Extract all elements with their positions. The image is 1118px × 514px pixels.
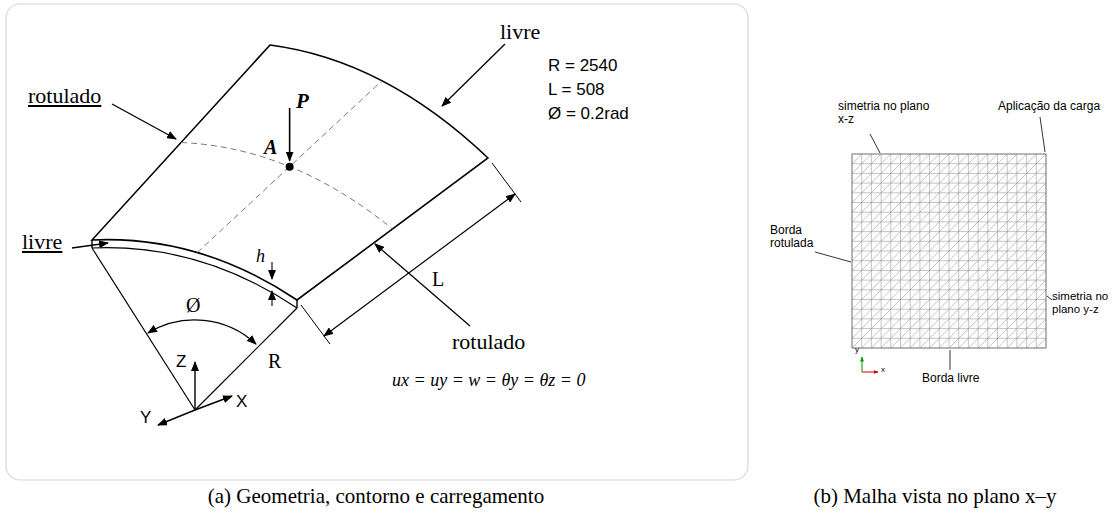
edge-label: livre xyxy=(22,230,62,255)
dimension-value: R = 2540 xyxy=(548,56,617,75)
axis-label: y xyxy=(855,346,859,355)
leader-arrow xyxy=(112,104,176,139)
dimension-value: L = 508 xyxy=(548,80,605,99)
axis-triad xyxy=(862,357,863,372)
subcaption: (a) Geometria, contorno e carregamento xyxy=(208,485,544,509)
mesh-note: Borda livre xyxy=(922,372,979,385)
axis-arrow xyxy=(195,396,232,410)
thickness-label: h xyxy=(256,246,265,266)
point-a xyxy=(286,163,294,171)
dashed-line xyxy=(181,143,393,230)
leader-line xyxy=(1047,296,1052,300)
panel-frame xyxy=(6,4,748,480)
axis-label: x xyxy=(881,366,885,375)
mesh-border xyxy=(852,154,1046,348)
radius-line xyxy=(92,248,195,410)
axis-label: Z xyxy=(176,352,186,371)
leader-line xyxy=(1040,117,1045,152)
extension-line xyxy=(301,305,330,344)
thickness-arrow xyxy=(271,291,272,306)
axis-triad xyxy=(862,372,878,373)
mesh-note: simetria no plano x-z xyxy=(838,100,938,127)
edge-label: livre xyxy=(500,20,540,45)
dimension-value: Ø = 0.2rad xyxy=(548,104,629,123)
boundary-condition: ux = uy = w = θy = θz = 0 xyxy=(392,370,585,390)
thickness-arrow xyxy=(271,262,272,279)
angle-label: Ø xyxy=(186,294,200,316)
shell-thickness xyxy=(296,300,297,308)
load-label: P xyxy=(296,90,309,114)
mesh-grid xyxy=(852,154,1046,348)
dimension-label: L xyxy=(432,268,444,290)
mesh-illustration xyxy=(815,117,1052,372)
shell-illustration xyxy=(6,4,748,480)
mesh-note: simetria no plano y-z xyxy=(1052,290,1114,316)
dashed-line xyxy=(197,81,382,253)
mesh-note: Borda rotulada xyxy=(770,224,822,251)
leader-line xyxy=(950,350,951,370)
shell-surface xyxy=(92,45,488,300)
angle-arc xyxy=(148,320,256,344)
point-label: A xyxy=(264,136,277,158)
edge-label: rotulado xyxy=(452,330,525,355)
leader-arrow xyxy=(72,243,108,248)
axis-label: Y xyxy=(140,408,151,427)
edge-label: rotulado xyxy=(28,84,101,109)
axis-arrow xyxy=(158,410,195,425)
shell-thickness xyxy=(91,240,92,248)
leader-arrow xyxy=(375,244,470,326)
load-arrow xyxy=(289,108,291,161)
mesh-note: Aplicação da carga xyxy=(998,100,1100,113)
leader-line xyxy=(815,252,851,262)
leader-arrow xyxy=(442,44,505,106)
leader-line xyxy=(870,134,880,153)
dimension-line xyxy=(324,194,515,336)
extension-line xyxy=(492,163,521,202)
axis-label: X xyxy=(236,392,247,411)
radius-label: R xyxy=(268,350,281,372)
subcaption: (b) Malha vista no plano x–y xyxy=(813,485,1056,509)
axis-arrow xyxy=(194,362,195,410)
